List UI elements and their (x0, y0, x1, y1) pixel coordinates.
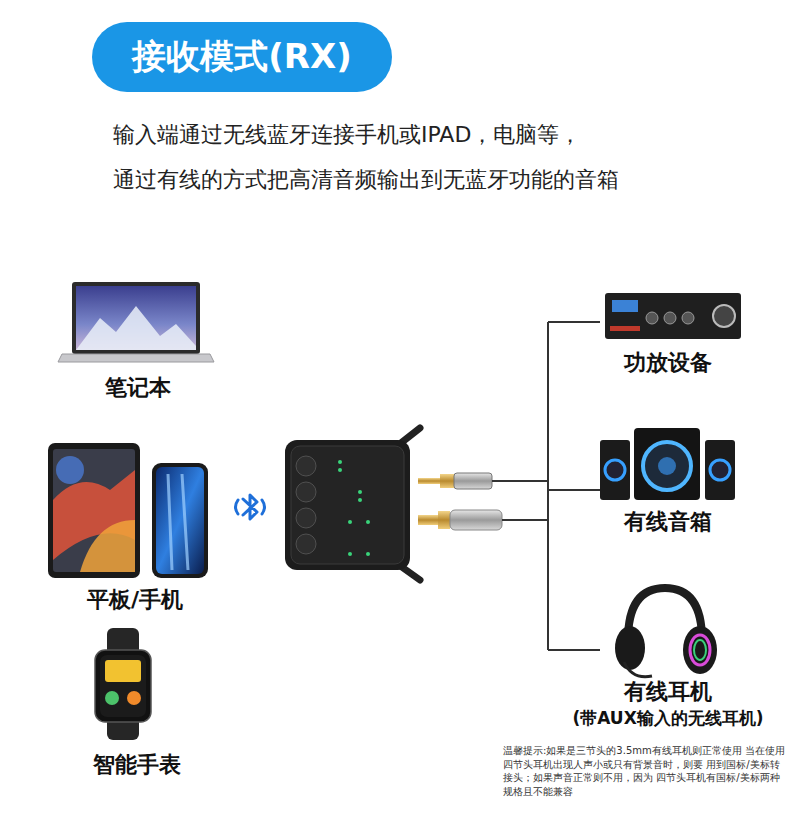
status-leds (338, 460, 370, 556)
wire (502, 519, 548, 521)
bluetooth-symbol (236, 495, 265, 519)
tablet-icon (48, 443, 140, 578)
subwoofer (634, 428, 700, 500)
speaker-driver (710, 460, 730, 480)
device-subcaption: (带AUX输入的无线耳机) (572, 706, 763, 730)
rgb-ring (690, 635, 710, 665)
wire (492, 480, 548, 482)
device-node: 笔记本 (55, 280, 220, 402)
amp-volume (713, 305, 735, 327)
note-text: 温馨提示:如果是三节头的3.5mm有线耳机则正常使用 当在使用四节头耳机出现人声… (503, 744, 787, 798)
device-caption: 有线音箱 (624, 508, 712, 536)
watch-face-tile (127, 691, 141, 705)
device-caption: 智能手表 (93, 751, 181, 779)
optical-cable (418, 510, 548, 530)
description: 输入端通过无线蓝牙连接手机或IPAD，电脑等， 通过有线的方式把高清音频输出到无… (113, 112, 753, 202)
bluetooth-rune (243, 495, 257, 519)
bracket-line (548, 649, 600, 651)
speaker-driver (643, 442, 691, 490)
phone-screen (156, 467, 204, 574)
amp-port (610, 326, 640, 331)
device-caption: 功放设备 (624, 349, 712, 377)
output-bracket (548, 322, 600, 650)
phone-wallpaper (168, 474, 188, 570)
headset-icon (615, 588, 717, 677)
bracket-line (548, 489, 600, 491)
jack-collar (440, 474, 454, 488)
watch-icon (95, 628, 151, 740)
title-pill: 接收模式(RX) (92, 22, 392, 92)
device-caption: 笔记本 (105, 374, 171, 402)
amp-knob (682, 312, 694, 324)
amp-knob (664, 312, 676, 324)
satellite-speaker (705, 440, 735, 500)
laptop-mountains (76, 306, 196, 350)
amp-knob (646, 312, 658, 324)
title: 接收模式(RX) (132, 34, 351, 80)
watch-face-tile (105, 660, 141, 682)
phone-body (152, 463, 208, 578)
signal-wave (236, 500, 239, 514)
watch-face-tile (105, 691, 119, 705)
tablet-wallpaper (80, 520, 135, 572)
watch-case (95, 650, 151, 722)
device-node: 平板/手机 (45, 440, 225, 614)
device-node: 有线音箱 (590, 425, 746, 536)
device-housing (285, 440, 410, 570)
amp-display (612, 300, 638, 312)
amp-body (605, 293, 741, 339)
amplifier-icon (605, 293, 741, 339)
laptop-base (58, 354, 214, 362)
laptop-bezel (72, 282, 200, 354)
phone-icon (152, 463, 208, 578)
optical-tip (418, 515, 438, 525)
jack-housing (454, 473, 492, 489)
speaker-cone (658, 457, 676, 475)
microphone-boom (624, 662, 652, 677)
speaker-driver (605, 460, 625, 480)
rgb-ring (694, 640, 706, 660)
device-node: 有线耳机(带AUX输入的无线耳机) (550, 585, 786, 730)
transceiver-device (285, 428, 420, 580)
laptop-screen (76, 286, 196, 350)
ear-cup (615, 626, 645, 670)
device-button (296, 508, 316, 528)
device-node: 功放设备 (590, 288, 746, 377)
optical-housing (450, 510, 502, 530)
device-caption: 平板/手机 (87, 586, 183, 614)
device-node: 智能手表 (62, 625, 212, 779)
signal-wave (262, 500, 265, 514)
tablet-screen (53, 449, 135, 572)
tablet-body (48, 443, 140, 578)
device-caption: 有线耳机 (624, 678, 712, 706)
speaker-icon (600, 428, 735, 500)
device-button (296, 456, 316, 476)
device-panel (291, 446, 404, 564)
device-button (296, 482, 316, 502)
device-button (296, 534, 316, 554)
aux-cable (418, 473, 548, 489)
bracket-line (547, 322, 549, 650)
optical-collar (438, 511, 450, 529)
laptop-icon (58, 282, 214, 362)
tablet-wallpaper (56, 456, 84, 484)
jack-tip (418, 478, 440, 484)
bracket-line (548, 321, 600, 323)
ear-cup (683, 626, 717, 674)
watch-face (100, 655, 146, 717)
satellite-speaker (600, 440, 630, 500)
